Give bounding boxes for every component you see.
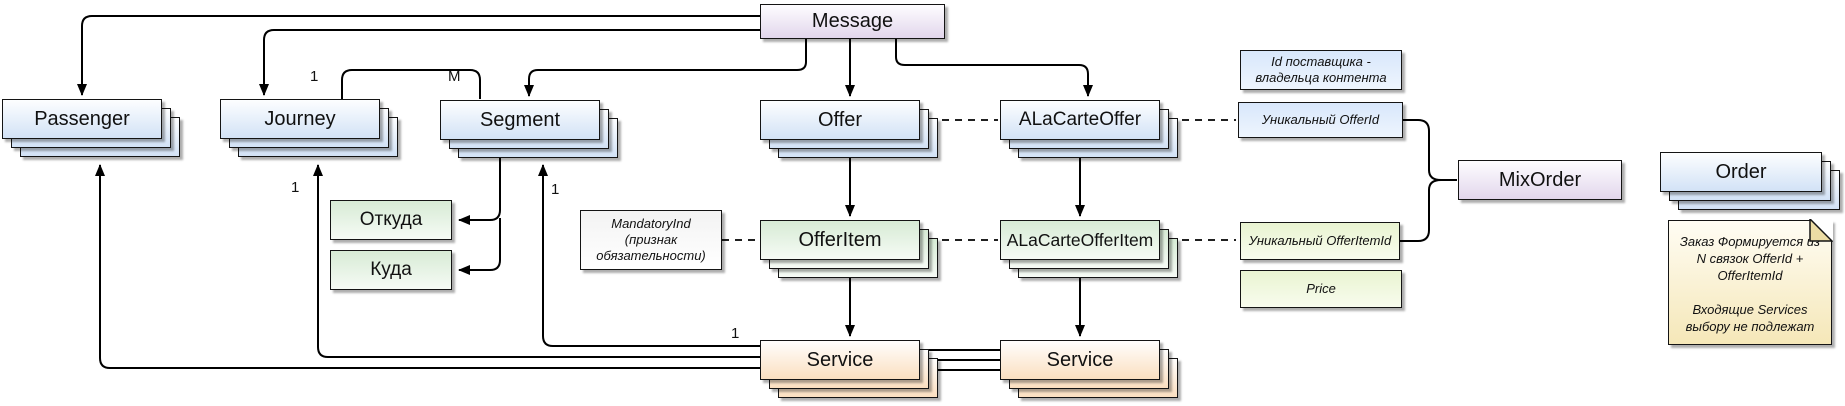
note-offer-id[interactable]: Уникальный OfferId — [1238, 102, 1403, 138]
node-destination-label: Куда — [370, 259, 412, 280]
edge-message-passenger — [77, 15, 760, 96]
multiplicity-journey-link: 1 — [310, 68, 319, 85]
node-message-label: Message — [811, 10, 894, 32]
edge-journey-segment — [341, 69, 481, 99]
node-mixorder-label: MixOrder — [1498, 168, 1582, 191]
node-origin-label: Откуда — [359, 209, 423, 230]
note-provider-id[interactable]: Id поставщика - владельца контента — [1240, 50, 1402, 90]
node-passenger[interactable]: Passenger — [2, 99, 180, 157]
multiplicity-journey-bottom: 1 — [291, 179, 300, 196]
node-segment-label: Segment — [479, 108, 561, 131]
node-offeritem[interactable]: OfferItem — [760, 220, 938, 278]
note-order-description[interactable]: Заказ Формируется из N связок OfferId + … — [1668, 219, 1833, 345]
edge-message-journey — [259, 29, 760, 96]
multiplicity-service-left: 1 — [731, 325, 740, 342]
node-mixorder[interactable]: MixOrder — [1458, 160, 1622, 200]
node-offeritem-label: OfferItem — [798, 228, 882, 251]
order-note-line2: Входящие Services выбору не подлежат — [1685, 301, 1815, 334]
node-offer-label: Offer — [817, 108, 863, 131]
note-price[interactable]: Price — [1240, 270, 1402, 308]
node-origin[interactable]: Откуда — [330, 200, 452, 240]
node-segment[interactable]: Segment — [440, 100, 618, 158]
node-message[interactable]: Message — [760, 4, 945, 39]
node-alacarteoffer-label: ALaCarteOffer — [1018, 109, 1142, 130]
edge-message-alacarteoffer — [895, 39, 1093, 97]
node-service-right[interactable]: Service — [1000, 340, 1178, 398]
edge-service-journey — [313, 164, 760, 358]
edge-service-passenger — [95, 164, 760, 369]
node-offer[interactable]: Offer — [760, 100, 938, 158]
note-mandatory-ind[interactable]: MandatoryInd (признак обязательности) — [580, 210, 722, 270]
multiplicity-segment-link: M — [448, 68, 461, 85]
node-alacarteofferitem-label: ALaCarteOfferItem — [1006, 229, 1154, 250]
node-passenger-label: Passenger — [34, 107, 130, 130]
node-order[interactable]: Order — [1660, 152, 1840, 210]
edge-message-segment — [524, 39, 807, 97]
node-order-label: Order — [1715, 160, 1767, 183]
order-note-line1: Заказ Формируется из N связок OfferId + … — [1679, 234, 1821, 283]
node-journey[interactable]: Journey — [220, 99, 398, 157]
edge-brace-top — [1403, 119, 1457, 181]
node-journey-label: Journey — [264, 107, 336, 130]
edge-service-segment — [538, 164, 760, 347]
node-service-right-label: Service — [1046, 348, 1114, 371]
edge-brace-bottom — [1400, 179, 1442, 242]
edge-segment-origin — [458, 140, 501, 225]
edge-segment-destination — [458, 218, 501, 275]
multiplicity-segment-bottom: 1 — [551, 181, 560, 198]
node-alacarteoffer[interactable]: ALaCarteOffer — [1000, 100, 1178, 158]
node-service-left[interactable]: Service — [760, 340, 938, 398]
node-service-left-label: Service — [806, 348, 874, 371]
node-alacarteofferitem[interactable]: ALaCarteOfferItem — [1000, 220, 1178, 278]
folded-corner-icon — [1808, 219, 1833, 243]
node-destination[interactable]: Куда — [330, 250, 452, 290]
note-offer-item-id[interactable]: Уникальный OfferItemId — [1240, 222, 1400, 260]
